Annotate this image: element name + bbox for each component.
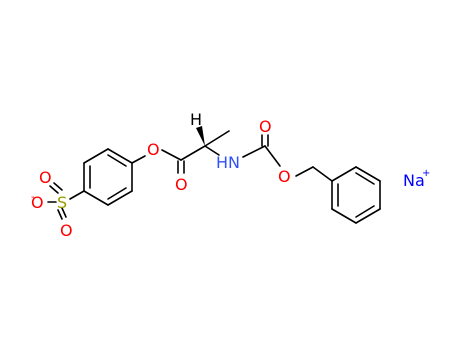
ring2-bond-2 [331,208,357,224]
s-o-top-bond-a [49,185,59,194]
sulfonate-oxygen-minus: O [31,193,44,212]
ring1-bond-2 [107,148,133,164]
carbamate-oxygen: O [278,167,291,186]
alpha-carbon-group: H HN [190,110,240,172]
phenol-ring [83,148,133,206]
ring1-bond-1 [83,148,109,164]
sulfonate-oxygen-top: O [39,168,52,187]
ester-group: O O [131,140,206,194]
carbamate-carbonyl-oxygen: O [259,117,272,136]
stereo-wedge-bond [196,126,205,146]
sulfonate-oxygen-bottom: O [60,221,73,240]
ring2-bond-5 [355,166,381,182]
ring2-bond-3 [355,208,381,224]
methyl-bond [204,130,230,147]
ring1-double-1 [107,154,127,167]
o-carbonyl-bond [161,149,182,161]
sodium-counterion: Na + [403,168,430,190]
alpha-n-bond [204,145,220,156]
ring2-double-2 [355,205,375,218]
s-o-top-bond-b [53,182,63,191]
ring2-bond-6 [331,166,357,182]
sulfonate-group: S O - O O [31,168,85,240]
carbamate-group: O O [242,117,333,186]
ch2-ring-bond [312,166,333,182]
n-carbonyl-bond [242,145,266,158]
ring1-bond-5 [83,190,109,206]
s-o-bottom-bond-a [57,209,63,220]
stereo-hydrogen: H [190,110,202,129]
ester-oxygen: O [147,140,160,159]
positive-charge: + [422,168,430,179]
c-s-bond [69,190,85,200]
sodium-atom: Na [403,171,425,190]
carbonyl-alpha-bond [180,145,206,161]
s-o-bottom-bond-b [61,207,67,218]
ring2-double-3 [355,172,375,185]
sulfur-atom: S [57,193,67,212]
ring1-bond-4 [107,190,133,206]
amide-nh: HN [216,153,240,172]
ester-carbonyl-oxygen: O [175,175,188,194]
benzyl-ring [331,166,381,224]
o-ch2-bond [295,166,314,177]
carbonyl-o-bond [264,145,281,167]
ring-o-bond [131,155,146,164]
negative-charge: - [31,192,35,203]
ring1-double-2 [107,187,127,200]
